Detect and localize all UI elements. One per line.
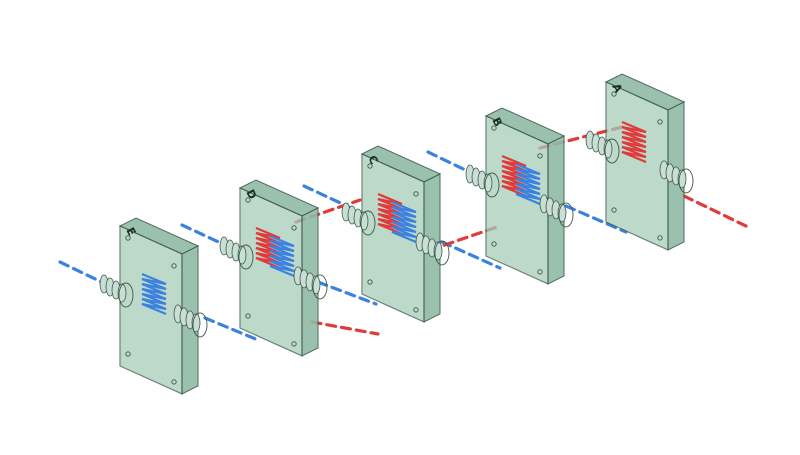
flow-line-8 bbox=[310, 320, 380, 336]
fitting-right-e bbox=[173, 304, 208, 338]
plate-a: A bbox=[585, 73, 694, 251]
flow-line-7 bbox=[564, 204, 628, 234]
fitting-left-b bbox=[465, 164, 500, 198]
fitting-right-c-collar bbox=[434, 240, 450, 266]
blue-channel-c bbox=[391, 200, 417, 244]
bolt-hole-0 bbox=[367, 163, 373, 169]
fitting-right-a-collar bbox=[678, 168, 694, 194]
fitting-right-b bbox=[539, 194, 574, 228]
bolt-hole-2 bbox=[245, 313, 251, 319]
blue-channel-e bbox=[141, 272, 167, 316]
bolt-hole-0 bbox=[611, 91, 617, 97]
plate-front-a bbox=[605, 81, 669, 251]
fitting-left-d-collar bbox=[238, 244, 254, 270]
plate-c: C bbox=[341, 145, 450, 323]
bolt-hole-1 bbox=[413, 191, 419, 197]
bolt-hole-1 bbox=[171, 263, 177, 269]
bolt-hole-3 bbox=[413, 307, 419, 313]
bolt-hole-1 bbox=[537, 153, 543, 159]
bolt-hole-2 bbox=[611, 207, 617, 213]
fitting-left-a bbox=[585, 130, 620, 164]
flow-line-5 bbox=[440, 240, 502, 270]
bolt-hole-0 bbox=[125, 235, 131, 241]
plate-b: B bbox=[465, 107, 574, 285]
bolt-hole-2 bbox=[491, 241, 497, 247]
blue-channel-b-path bbox=[515, 162, 541, 206]
fitting-right-d bbox=[293, 266, 328, 300]
blue-channel-d bbox=[269, 234, 295, 278]
bolt-hole-3 bbox=[537, 269, 543, 275]
fitting-left-b-collar bbox=[484, 172, 500, 198]
bolt-hole-1 bbox=[657, 119, 663, 125]
blue-channel-b bbox=[515, 162, 541, 206]
flow-line-3 bbox=[316, 280, 378, 306]
fitting-left-a-collar bbox=[604, 138, 620, 164]
blue-channel-c-path bbox=[391, 200, 417, 244]
plate-e: E bbox=[99, 217, 208, 395]
bolt-hole-3 bbox=[657, 235, 663, 241]
blue-channel-d-path bbox=[269, 234, 295, 278]
fitting-left-c-collar bbox=[360, 210, 376, 236]
fitting-right-a bbox=[659, 160, 694, 194]
bolt-hole-0 bbox=[245, 197, 251, 203]
fitting-right-d-collar bbox=[312, 274, 328, 300]
plate-d: D bbox=[219, 179, 328, 357]
fitting-right-e-collar bbox=[192, 312, 208, 338]
red-channel-a bbox=[621, 120, 647, 164]
fitting-right-c bbox=[415, 232, 450, 266]
flow-line-9 bbox=[294, 198, 362, 224]
bolt-hole-3 bbox=[171, 379, 177, 385]
bolt-hole-2 bbox=[367, 279, 373, 285]
red-channel-a-path bbox=[621, 120, 647, 164]
bolt-hole-2 bbox=[125, 351, 131, 357]
bolt-hole-1 bbox=[291, 225, 297, 231]
fitting-right-b-collar bbox=[558, 202, 574, 228]
flow-line-12 bbox=[682, 194, 748, 228]
plate-front-e bbox=[119, 225, 183, 395]
flow-line-1 bbox=[203, 316, 260, 342]
plate-front-d bbox=[239, 187, 303, 357]
fitting-left-e-collar bbox=[118, 282, 134, 308]
plate-front-c bbox=[361, 153, 425, 323]
bolt-hole-3 bbox=[291, 341, 297, 347]
fitting-left-d bbox=[219, 236, 254, 270]
plate-front-b bbox=[485, 115, 549, 285]
fitting-left-e bbox=[99, 274, 134, 308]
blue-channel-e-path bbox=[141, 272, 167, 316]
bolt-hole-0 bbox=[491, 125, 497, 131]
fitting-left-c bbox=[341, 202, 376, 236]
